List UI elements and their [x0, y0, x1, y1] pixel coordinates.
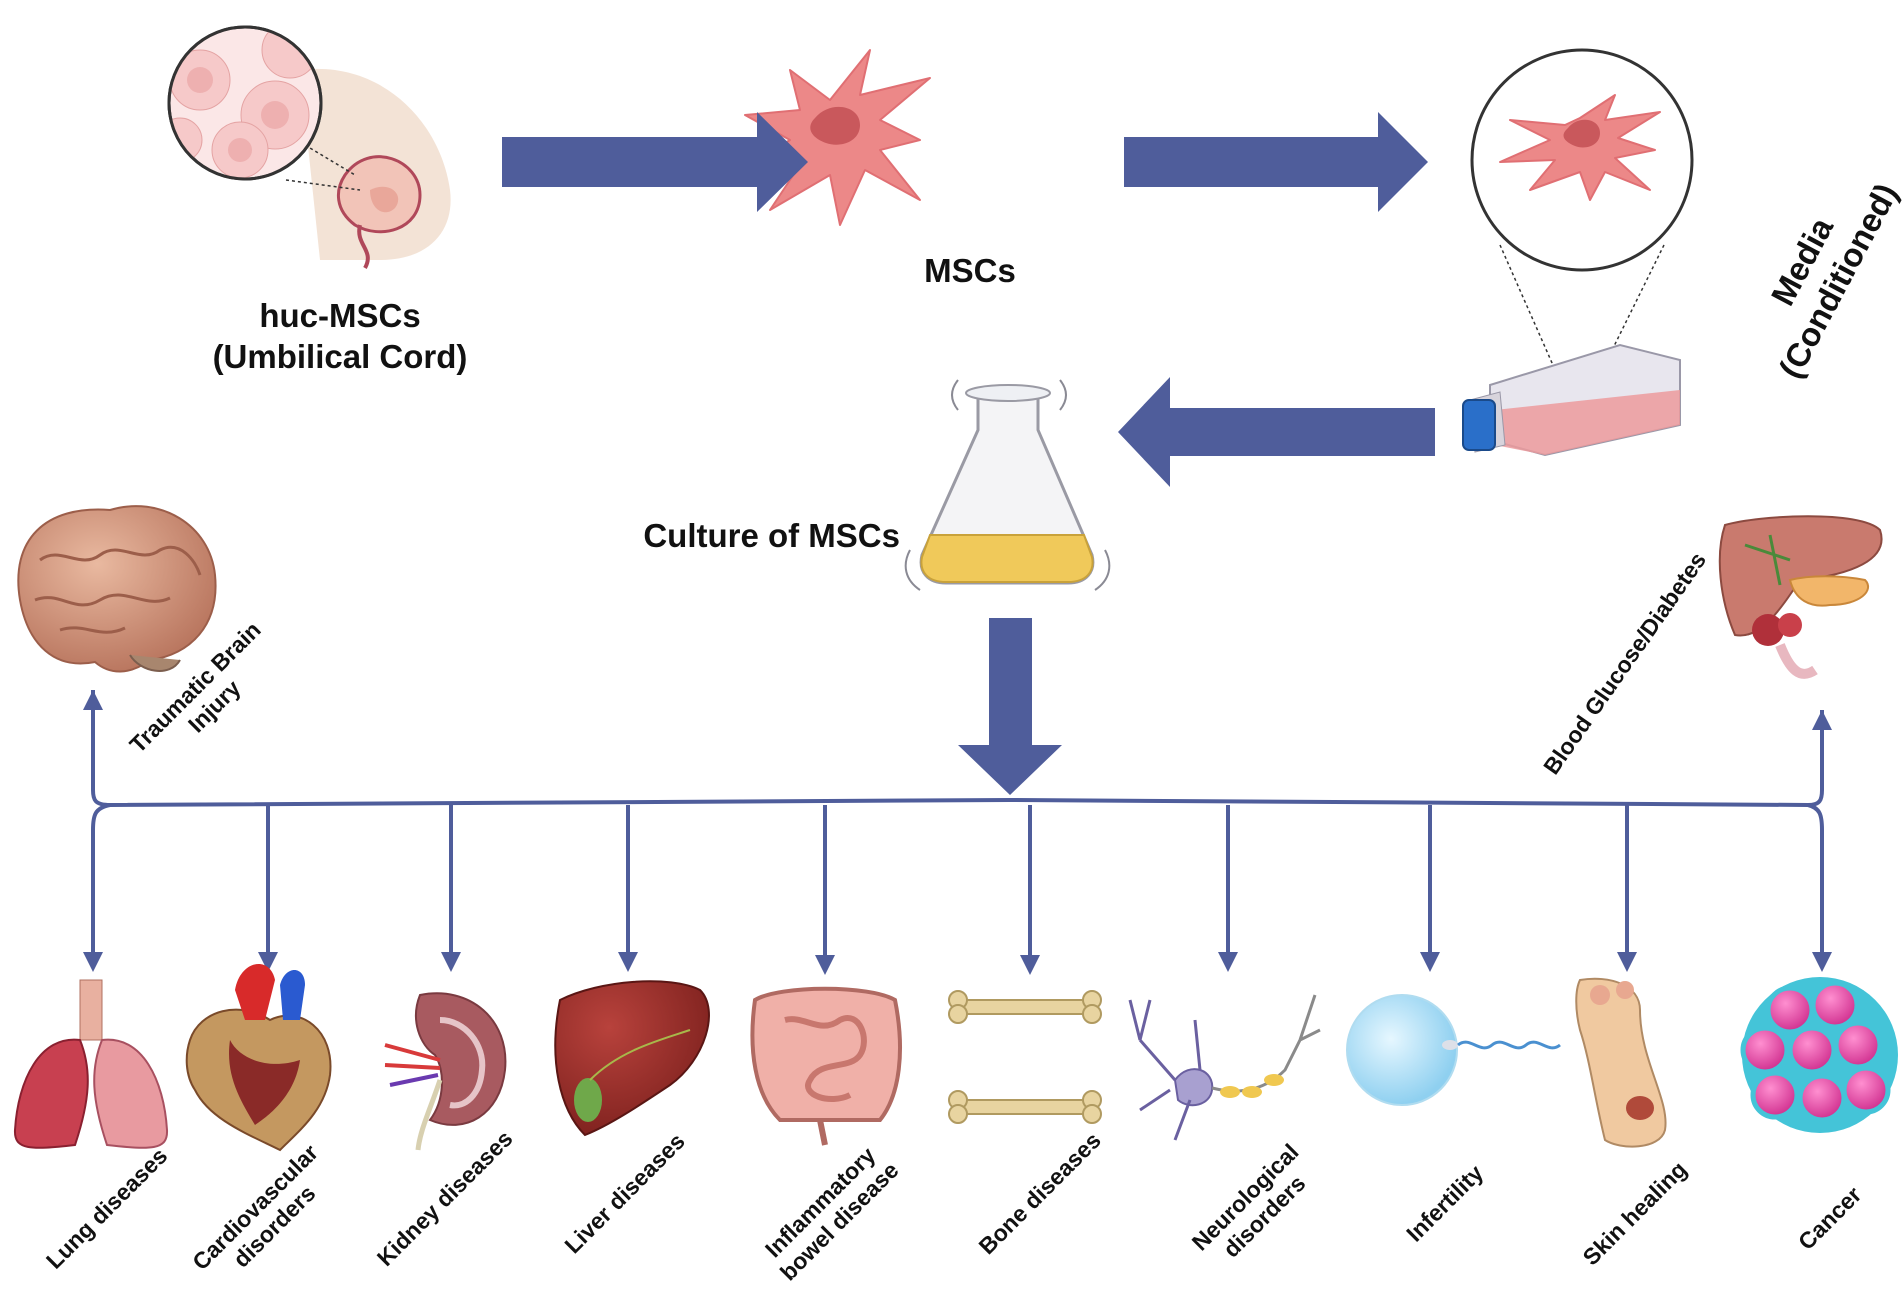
distribution-arrowheads: [83, 690, 1832, 975]
pancreas-liver-icon: [1718, 515, 1883, 679]
source-label-line1: huc-MSCs: [259, 297, 421, 334]
source-label: huc-MSCs (Umbilical Cord): [160, 295, 520, 377]
culture-label: Culture of MSCs: [643, 517, 900, 554]
distribution-lines: [91, 690, 1824, 960]
bone-icon: [948, 990, 1102, 1124]
source-label-line2: (Umbilical Cord): [212, 338, 468, 375]
arrow-media-to-culture: [1118, 377, 1435, 487]
umbilical-cord-icon: [167, 25, 451, 269]
tumor-cells-icon: [1740, 977, 1898, 1133]
mscs-label: MSCs: [924, 252, 1016, 289]
arrow-culture-down: [958, 618, 1062, 795]
erlenmeyer-flask-icon: [904, 379, 1111, 591]
kidney-icon: [384, 992, 507, 1151]
lungs-icon: [13, 979, 169, 1149]
skin-wound-icon: [1575, 977, 1667, 1148]
heart-icon: [185, 963, 332, 1152]
intestine-icon: [750, 986, 902, 1146]
culture-flask-icon: [1462, 48, 1694, 457]
liver-icon: [554, 980, 710, 1137]
neuron-icon: [1128, 994, 1321, 1141]
flow-arrows: [502, 112, 1435, 795]
egg-sperm-icon: [1346, 994, 1561, 1106]
msc-cell-icon: [739, 49, 931, 226]
brain-icon: [17, 505, 217, 673]
arrow-source-to-mscs: [502, 112, 808, 212]
arrow-mscs-to-media: [1124, 112, 1428, 212]
